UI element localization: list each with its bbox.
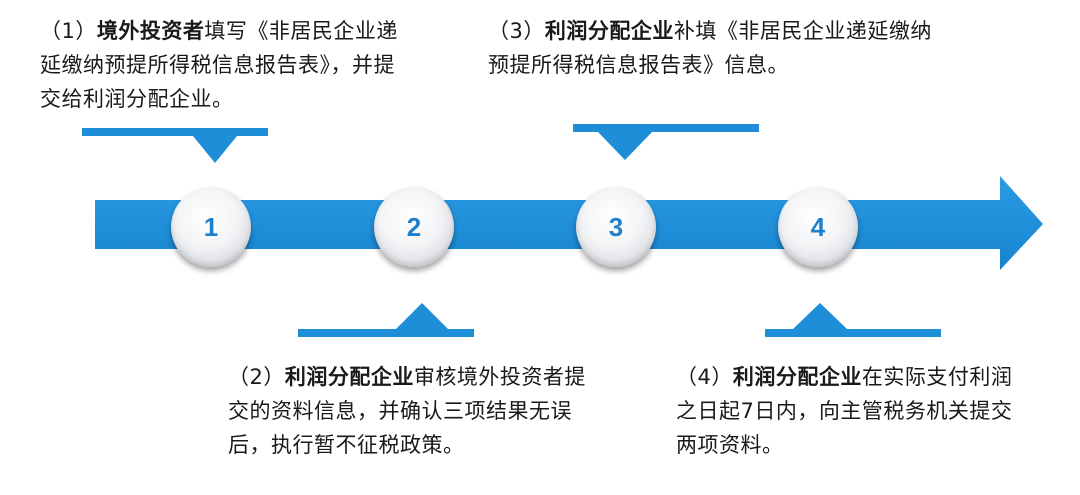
step-text-4: 在实际支付利润之日起7日内，向主管税务机关提交两项资料。 — [676, 365, 1013, 457]
step-prefix-3: （3） — [488, 19, 545, 43]
step-text-1: 填写《非居民企业递延缴纳预提所得税信息报告表》，并提交给利润分配企业。 — [40, 19, 398, 111]
pointer-bar-4 — [765, 329, 941, 337]
step-prefix-1: （1） — [40, 19, 97, 43]
step-description-2: （2）利润分配企业审核境外投资者提交的资料信息，并确认三项结果无误后，执行暂不征… — [228, 360, 588, 462]
step-prefix-4: （4） — [676, 365, 733, 389]
step-circle-2: 2 — [374, 187, 454, 267]
step-number-4: 4 — [810, 211, 826, 242]
step-circle-1: 1 — [171, 187, 251, 267]
pointer-triangle-4 — [793, 303, 847, 329]
step-text-2: 审核境外投资者提交的资料信息，并确认三项结果无误后，执行暂不征税政策。 — [228, 365, 586, 457]
step-actor-2: 利润分配企业 — [284, 365, 414, 389]
pointer-triangle-1 — [193, 136, 237, 163]
step-description-4: （4）利润分配企业在实际支付利润之日起7日内，向主管税务机关提交两项资料。 — [676, 360, 1016, 462]
step-actor-1: 境外投资者 — [96, 19, 205, 43]
step-circle-3: 3 — [576, 187, 656, 267]
pointer-bar-2 — [298, 329, 474, 337]
step-number-1: 1 — [203, 211, 219, 242]
step-description-3: （3）利润分配企业补填《非居民企业递延缴纳预提所得税信息报告表》信息。 — [488, 14, 948, 82]
step-description-1: （1）境外投资者填写《非居民企业递延缴纳预提所得税信息报告表》，并提交给利润分配… — [40, 14, 400, 116]
step-circle-4: 4 — [778, 187, 858, 267]
step-text-3: 补填《非居民企业递延缴纳预提所得税信息报告表》信息。 — [488, 19, 932, 77]
step-prefix-2: （2） — [228, 365, 285, 389]
pointer-bar-3 — [573, 124, 759, 132]
step-actor-3: 利润分配企业 — [544, 19, 674, 43]
pointer-triangle-3 — [598, 132, 652, 160]
step-number-2: 2 — [406, 211, 422, 242]
step-number-3: 3 — [608, 211, 624, 242]
pointer-triangle-2 — [396, 303, 448, 329]
pointer-bar-1 — [82, 128, 268, 136]
step-actor-4: 利润分配企业 — [732, 365, 862, 389]
